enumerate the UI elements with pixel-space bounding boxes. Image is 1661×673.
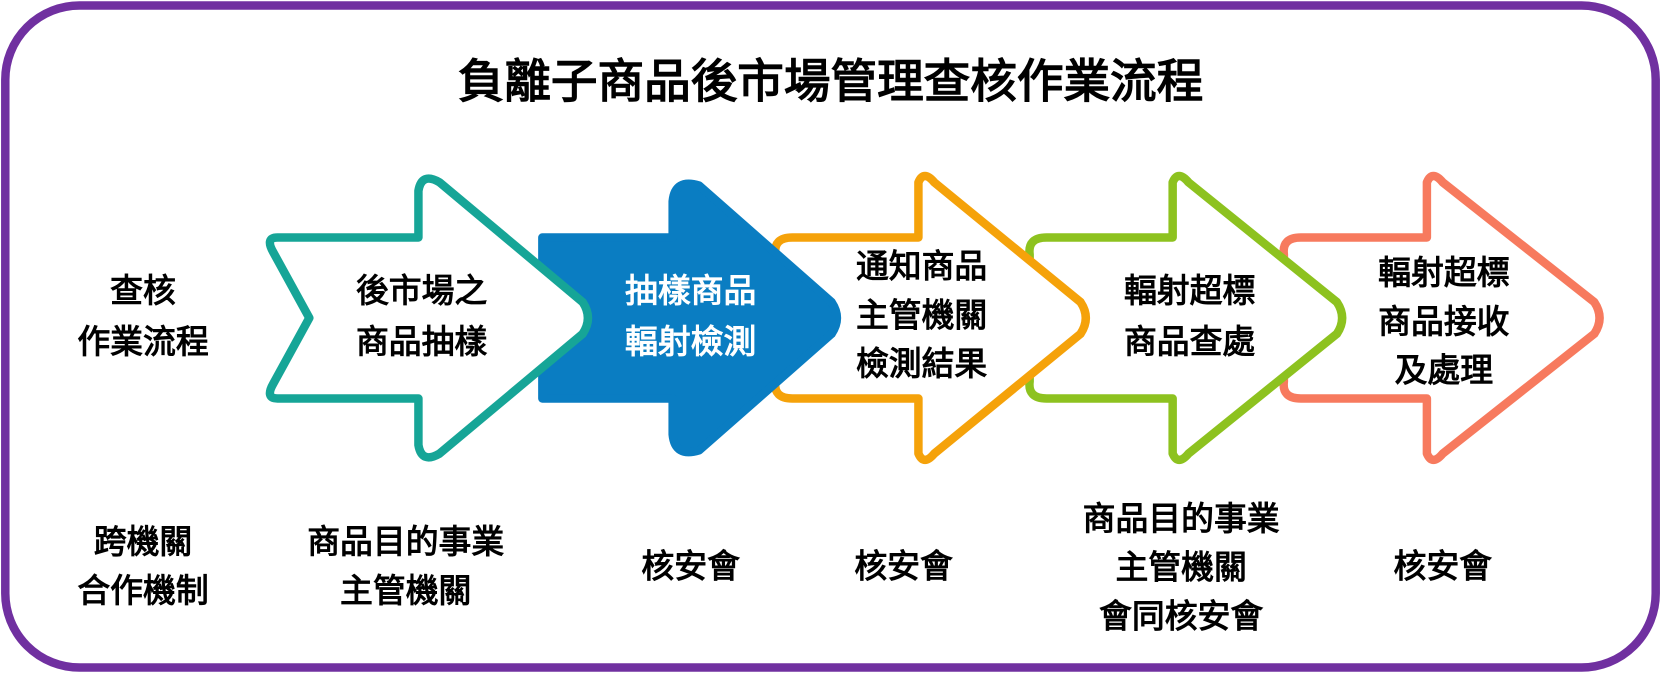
- label-line: 作業流程: [77, 323, 208, 361]
- agency-line: 主管機關: [1115, 549, 1246, 587]
- process-row-label: 查核 作業流程: [77, 272, 208, 361]
- step-line: 及處理: [1395, 352, 1494, 390]
- step-1-arrow: [265, 174, 593, 462]
- label-line: 合作機制: [77, 572, 208, 610]
- agency-line: 核安會: [1394, 547, 1494, 585]
- step-line: 商品接收: [1378, 303, 1509, 341]
- agency-line: 核安會: [854, 547, 954, 585]
- agency-line: 主管機關: [340, 572, 471, 610]
- agency-line: 商品目的事業: [307, 523, 504, 561]
- step-2-agency: 核安會: [641, 547, 741, 585]
- step-line: 後市場之: [356, 272, 487, 310]
- step-line: 抽樣商品: [625, 272, 756, 310]
- step-2-arrow: [538, 179, 842, 457]
- agency-line: 核安會: [641, 547, 741, 585]
- step-4-text: 輻射超標 商品查處: [1124, 272, 1255, 361]
- label-line: 查核: [110, 272, 176, 310]
- step-1-text: 後市場之 商品抽樣: [356, 272, 487, 361]
- step-line: 輻射檢測: [625, 323, 756, 361]
- step-3-text: 通知商品 主管機關 檢測結果: [856, 248, 987, 383]
- step-line: 通知商品: [856, 248, 987, 286]
- step-3-agency: 核安會: [854, 547, 954, 585]
- agency-line: 會同核安會: [1099, 597, 1264, 635]
- agency-row-label: 跨機關 合作機制: [77, 523, 208, 610]
- step-line: 商品查處: [1124, 323, 1255, 361]
- step-1-agency: 商品目的事業 主管機關: [307, 523, 504, 610]
- step-line: 檢測結果: [856, 345, 987, 383]
- step-2-text: 抽樣商品 輻射檢測: [625, 272, 756, 361]
- step-line: 輻射超標: [1378, 254, 1509, 292]
- diagram-title: 負離子商品後市場管理查核作業流程: [458, 55, 1203, 109]
- step-line: 商品抽樣: [356, 323, 487, 361]
- step-5-agency: 核安會: [1394, 547, 1494, 585]
- step-4-agency: 商品目的事業 主管機關 會同核安會: [1083, 500, 1280, 635]
- step-5-text: 輻射超標 商品接收 及處理: [1378, 254, 1509, 389]
- agency-line: 商品目的事業: [1083, 500, 1280, 538]
- step-4-arrow: [1025, 171, 1347, 465]
- label-line: 跨機關: [94, 523, 192, 561]
- step-line: 輻射超標: [1124, 272, 1255, 310]
- step-line: 主管機關: [856, 296, 987, 334]
